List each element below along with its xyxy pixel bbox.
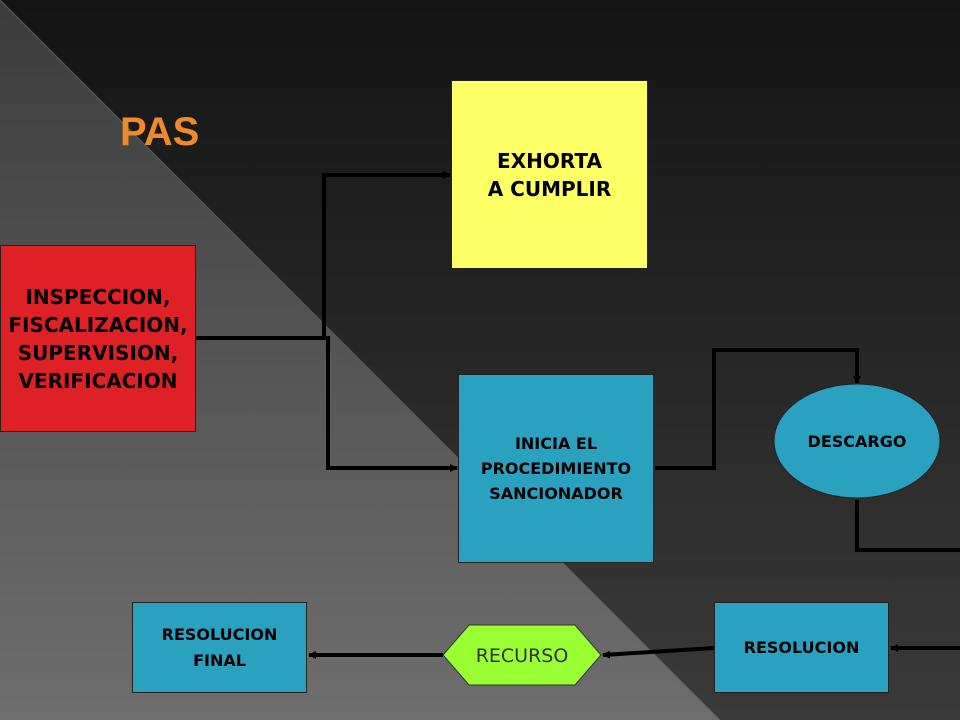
recurso-node-shape xyxy=(442,624,602,686)
descargo-node-shape xyxy=(773,383,941,499)
slide-title: PAS xyxy=(120,110,200,154)
descargo-node-label: DESCARGO xyxy=(808,432,907,451)
resolucion-node: RESOLUCION xyxy=(714,602,889,693)
connector-split-to-exhorta xyxy=(196,171,451,340)
connector-split-to-inicia xyxy=(324,336,458,472)
recurso-node-label: RECURSO xyxy=(476,645,569,667)
connector-inicia-to-descargo xyxy=(655,348,861,470)
connector-resolucion-to-recurso xyxy=(602,646,715,659)
exhorta-node: EXHORTA A CUMPLIR xyxy=(451,80,648,269)
inicia-node: INICIA EL PROCEDIMIENTO SANCIONADOR xyxy=(458,374,654,563)
inspeccion-node: INSPECCION, FISCALIZACION, SUPERVISION, … xyxy=(0,245,196,432)
resolucion-final-node: RESOLUCION FINAL xyxy=(132,602,307,693)
connectors xyxy=(196,171,960,659)
connector-descargo-to-right xyxy=(855,500,960,552)
